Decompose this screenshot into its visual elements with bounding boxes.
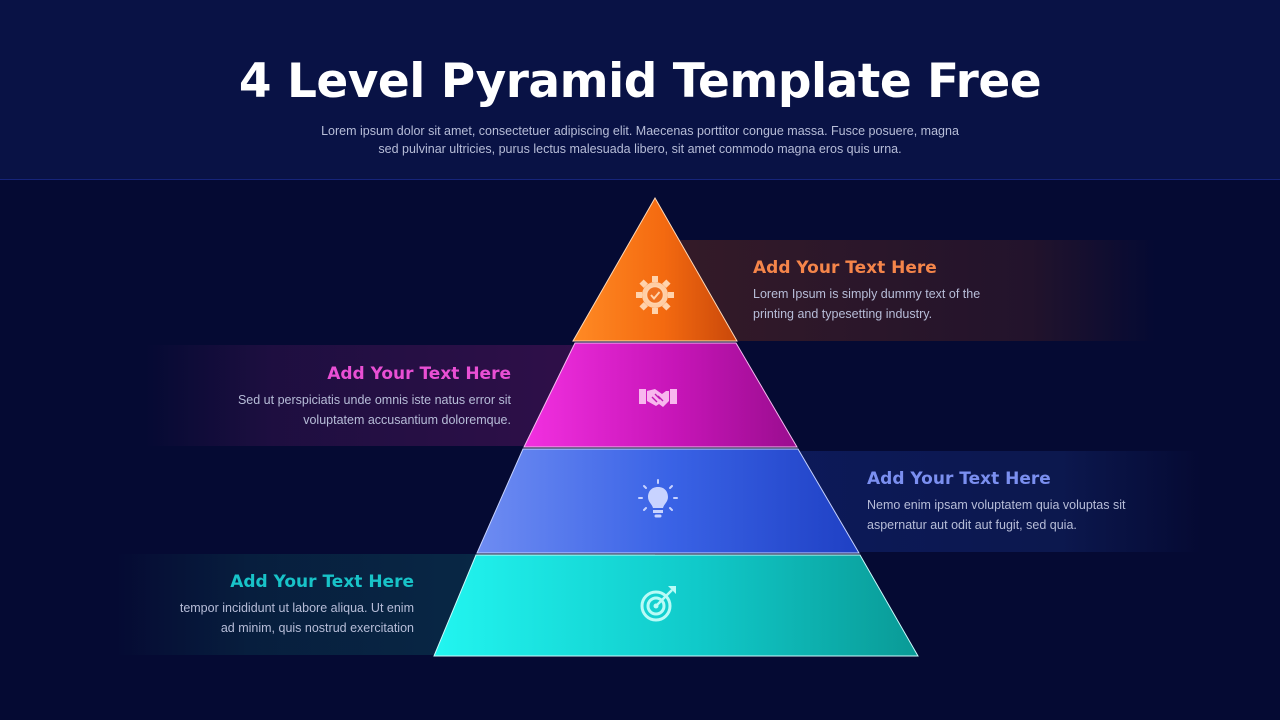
target-arrow-icon	[640, 586, 676, 622]
level-1-description: Lorem Ipsum is simply dummy text of the …	[753, 284, 1023, 324]
gear-check-icon	[636, 276, 674, 314]
level-1-heading: Add Your Text Here	[753, 258, 937, 278]
level-4-heading: Add Your Text Here	[230, 572, 414, 592]
pyramid-level-4	[433, 554, 919, 657]
pyramid-level-1	[572, 196, 738, 342]
level-2-line-2: voluptatem accusantium doloremque.	[303, 413, 511, 427]
lightbulb-icon	[638, 479, 678, 518]
handshake-icon	[639, 389, 677, 407]
level-1-band	[655, 240, 1155, 341]
level-4-line-1: tempor incididunt ut labore aliqua. Ut e…	[179, 601, 414, 615]
header: 4 Level Pyramid Template Free Lorem ipsu…	[0, 0, 1280, 180]
level-1-line-1: Lorem Ipsum is simply dummy text of the	[753, 287, 981, 301]
pyramid-level-3	[476, 448, 860, 554]
level-3-heading: Add Your Text Here	[867, 469, 1051, 489]
subtitle-line-2: sed pulvinar ultricies, purus lectus mal…	[378, 142, 902, 156]
level-3-line-2: aspernatur aut odit aut fugit, sed quia.	[867, 518, 1077, 532]
level-4-line-2: ad minim, quis nostrud exercitation	[220, 621, 414, 635]
level-4-description: tempor incididunt ut labore aliqua. Ut e…	[130, 598, 414, 638]
level-2-description: Sed ut perspiciatis unde omnis iste natu…	[190, 390, 511, 430]
page-subtitle: Lorem ipsum dolor sit amet, consectetuer…	[300, 122, 980, 158]
level-3-line-1: Nemo enim ipsam voluptatem quia voluptas…	[867, 498, 1126, 512]
level-1-line-2: printing and typesetting industry.	[753, 307, 933, 321]
level-2-heading: Add Your Text Here	[327, 364, 511, 384]
level-2-line-1: Sed ut perspiciatis unde omnis iste natu…	[237, 393, 511, 407]
page-title: 4 Level Pyramid Template Free	[238, 54, 1042, 109]
subtitle-line-1: Lorem ipsum dolor sit amet, consectetuer…	[321, 124, 959, 138]
level-3-description: Nemo enim ipsam voluptatem quia voluptas…	[867, 495, 1167, 535]
